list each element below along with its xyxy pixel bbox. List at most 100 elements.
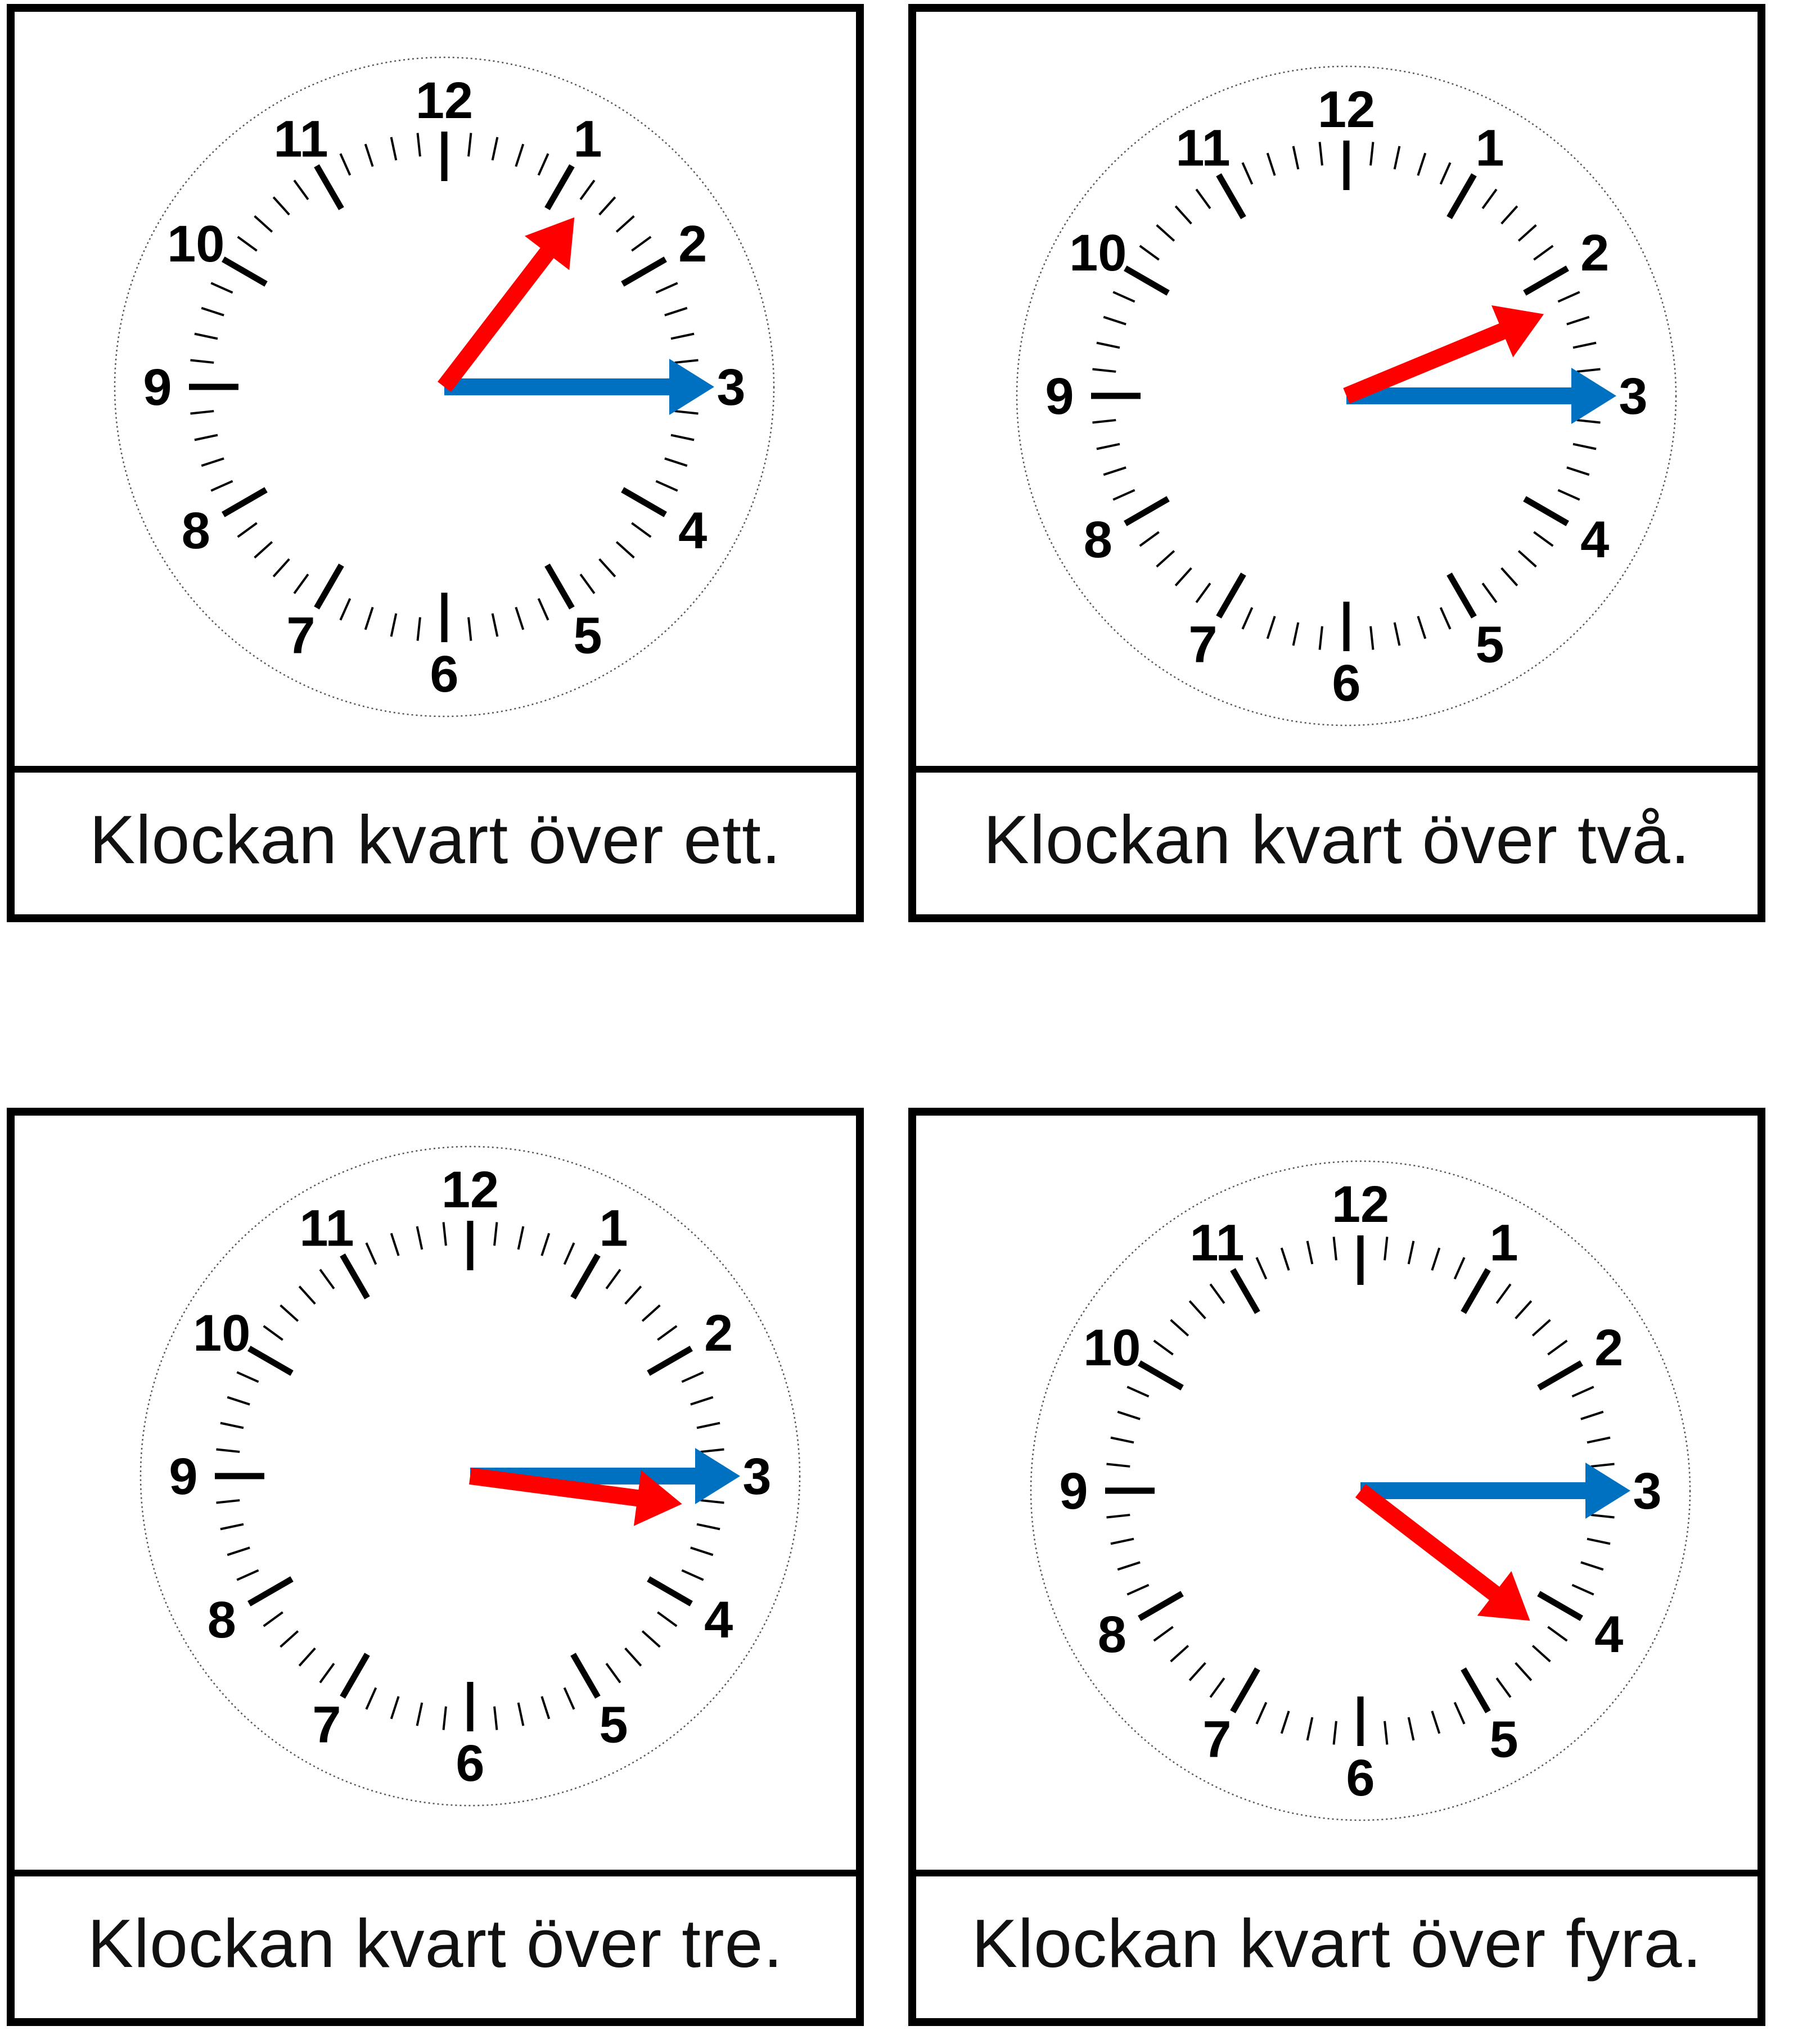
minute-tick <box>615 215 635 233</box>
minute-tick <box>1500 567 1518 586</box>
minute-tick <box>237 522 258 538</box>
dial-number: 1 <box>573 110 602 168</box>
minute-tick <box>605 1269 621 1289</box>
minute-tick <box>1384 1721 1389 1745</box>
minute-tick <box>1255 1702 1268 1725</box>
minute-tick <box>537 598 549 621</box>
dial-number: 5 <box>573 607 602 665</box>
minute-tick <box>598 558 616 577</box>
minute-tick <box>491 613 499 637</box>
hour-tick <box>544 563 575 610</box>
minute-tick <box>657 1611 678 1627</box>
minute-tick <box>1156 550 1175 568</box>
hour-tick <box>621 487 667 517</box>
minute-tick <box>201 457 224 467</box>
dial-number: 6 <box>1332 655 1360 712</box>
minute-tick <box>1417 616 1427 639</box>
minute-tick <box>1170 1645 1189 1663</box>
hour-tick <box>1446 572 1477 619</box>
dial-number: 11 <box>1189 1214 1244 1271</box>
minute-tick <box>1156 224 1175 242</box>
dial-number: 9 <box>1059 1463 1088 1520</box>
hour-tick <box>1446 173 1477 219</box>
minute-tick <box>227 1546 250 1556</box>
minute-tick <box>1572 341 1597 349</box>
minute-tick <box>657 1325 678 1341</box>
minute-tick <box>517 1702 525 1726</box>
dial-number: 4 <box>1580 511 1609 568</box>
dial-number: 6 <box>456 1735 484 1792</box>
dial-outline <box>114 56 775 718</box>
minute-tick <box>1209 1283 1225 1304</box>
hour-tick <box>570 1653 601 1699</box>
minute-tick <box>442 1706 447 1730</box>
dial-number: 11 <box>273 110 328 168</box>
hour-tick <box>340 1253 370 1300</box>
minute-tick <box>1110 1537 1134 1545</box>
minute-tick <box>605 1663 621 1684</box>
minute-tick <box>272 558 290 577</box>
hour-tick <box>247 1346 294 1376</box>
minute-tick <box>1126 1583 1150 1596</box>
hour-tick <box>570 1253 601 1300</box>
minute-tick <box>1566 466 1590 476</box>
minute-tick <box>293 179 309 200</box>
minute-tick <box>1590 1514 1615 1519</box>
minute-tick <box>293 574 309 594</box>
hour-tick <box>1230 1667 1260 1713</box>
minute-tick <box>263 1325 283 1341</box>
minute-tick <box>1495 1677 1512 1698</box>
minute-tick <box>1580 1561 1604 1571</box>
minute-tick <box>631 236 652 252</box>
minute-tick <box>579 179 596 200</box>
minute-tick <box>467 617 472 641</box>
minute-tick <box>681 1371 704 1383</box>
minute-tick <box>1318 142 1323 166</box>
minute-tick <box>210 480 233 492</box>
minute-tick <box>254 215 273 233</box>
dial-number: 9 <box>143 359 172 416</box>
minute-tick <box>563 1687 575 1710</box>
minute-tick <box>641 1630 661 1648</box>
minute-tick <box>1139 531 1160 547</box>
minute-tick <box>1103 315 1126 326</box>
minute-tick <box>1481 188 1498 209</box>
minute-tick <box>1515 1300 1533 1320</box>
minute-tick <box>690 1546 714 1556</box>
minute-tick <box>1266 616 1276 639</box>
minute-tick <box>1572 443 1597 450</box>
minute-tick <box>194 332 218 340</box>
minute-tick <box>655 480 678 492</box>
minute-tick <box>515 143 525 167</box>
hour-tick <box>1461 1268 1491 1314</box>
dial-number: 9 <box>1045 368 1074 425</box>
dial-number: 12 <box>416 72 473 129</box>
dial-number: 12 <box>441 1161 499 1219</box>
hour-tick <box>1537 1591 1583 1621</box>
dial-number: 7 <box>1202 1711 1231 1768</box>
hour-tick <box>544 164 575 210</box>
dial-number: 12 <box>1318 81 1375 138</box>
minute-tick <box>670 434 695 441</box>
dial-number: 1 <box>1489 1214 1518 1271</box>
hour-hand <box>1355 1484 1530 1621</box>
minute-tick <box>670 332 695 340</box>
minute-tick <box>319 1269 335 1289</box>
minute-tick <box>364 143 374 167</box>
hour-tick <box>1138 1360 1184 1391</box>
hour-tick <box>1124 265 1170 296</box>
dial-number: 5 <box>1475 616 1504 674</box>
minute-tick <box>220 1523 244 1531</box>
dial-number: 10 <box>1069 224 1126 282</box>
hour-tick <box>1461 1667 1491 1713</box>
minute-tick <box>190 359 214 364</box>
minute-tick <box>1517 550 1537 568</box>
hour-tick <box>1230 1268 1260 1314</box>
minute-tick <box>1431 1247 1441 1271</box>
dial-number: 3 <box>1619 368 1647 425</box>
